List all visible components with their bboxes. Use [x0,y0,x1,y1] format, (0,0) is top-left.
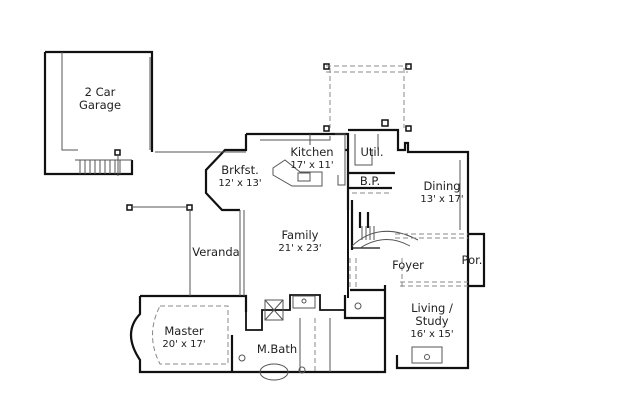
room-name: B.P. [359,174,381,188]
room-name: M.Bath [256,342,298,356]
garage-walls [43,50,154,176]
room-dimensions: 12' x 13' [218,178,262,189]
room-label-foyer: Foyer [388,259,428,272]
room-name: Brkfst. [221,163,259,177]
room-label-brkfst: Brkfst. 12' x 13' [212,164,268,190]
room-name: Study [415,314,449,328]
room-label-family: Family 21' x 23' [270,229,330,255]
room-name: Veranda [192,245,240,259]
room-label-veranda: Veranda [190,246,242,259]
room-name: 2 Car [84,85,116,99]
room-label-util: Util. [354,146,390,159]
room-name: Kitchen [290,145,334,159]
room-label-garage: 2 Car Garage [70,86,130,112]
room-dimensions: 13' x 17' [420,194,464,205]
room-name: Master [164,324,204,338]
room-label-mbath: M.Bath [252,343,302,356]
room-label-kitchen: Kitchen 17' x 11' [282,146,342,172]
room-name: Family [281,228,319,242]
room-label-dining: Dining 13' x 17' [412,180,472,206]
room-name: Garage [78,98,122,112]
room-name: Por. [461,253,483,267]
room-dimensions: 16' x 15' [410,329,454,340]
room-dimensions: 17' x 11' [290,160,334,171]
room-dimensions: 21' x 23' [278,243,322,254]
main-upper-walls [204,132,350,212]
room-name: Util. [360,145,384,159]
room-name: Dining [423,179,461,193]
room-label-living: Living / Study 16' x 15' [402,302,462,341]
room-name: Living / [411,301,453,315]
room-dimensions: 20' x 17' [162,339,206,350]
room-label-porch: Por. [456,254,488,267]
room-name: Foyer [392,258,424,272]
room-label-bp: B.P. [352,175,388,188]
room-label-master: Master 20' x 17' [154,325,214,351]
